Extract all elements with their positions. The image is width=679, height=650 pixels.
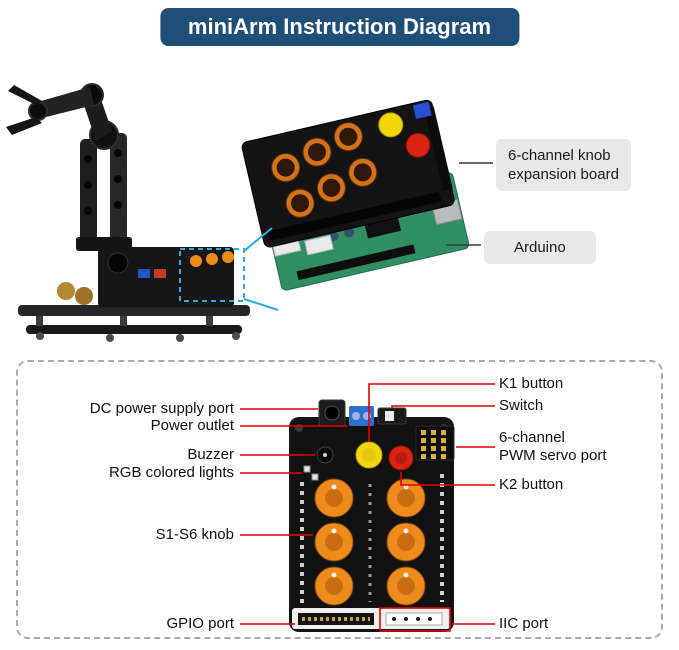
robot-arm-segments (6, 83, 119, 150)
label-gpio-port: GPIO port (166, 615, 234, 632)
label-switch: Switch (499, 397, 544, 414)
rgb-led-1 (303, 465, 311, 473)
knob-s5 (314, 566, 354, 606)
label-k2-button: K2 button (499, 476, 564, 493)
gripper-claw-lower (6, 117, 42, 135)
photo-k1-button (378, 112, 404, 138)
page-title: miniArm Instruction Diagram (187, 14, 492, 39)
callout-lines (240, 383, 495, 625)
blue-trimmer (412, 101, 432, 119)
jst-socket-2 (304, 234, 334, 256)
line-k1 (368, 383, 495, 442)
pin-header (424, 106, 453, 191)
robot-arm-tower (76, 133, 132, 251)
knob-s6 (386, 566, 426, 606)
label-k1-button: K1 button (499, 375, 564, 392)
line-k2 (400, 472, 495, 486)
photo-k2-button (405, 132, 431, 158)
label-rgb-colored-lights: RGB colored lights (108, 464, 234, 481)
photo-knobs (271, 122, 378, 218)
label-power-outlet: Power outlet (150, 417, 234, 434)
knob-s3 (314, 522, 354, 562)
knob-expansion-board (241, 99, 455, 257)
gpio-port (298, 613, 374, 625)
label-iic-port: IIC port (499, 615, 549, 632)
gripper-claw-upper (8, 85, 42, 105)
knob-s1 (314, 478, 354, 518)
knob-s4 (386, 522, 426, 562)
rgb-led-2 (311, 473, 319, 481)
expansion-board-photo (241, 99, 470, 291)
label-expansion-board: 6-channel knob expansion board (496, 139, 631, 191)
iic-highlight-box (379, 607, 451, 632)
knob-s2 (386, 478, 426, 518)
label-pwm-servo-port: 6-channel PWM servo port (499, 429, 607, 464)
label-buzzer: Buzzer (187, 446, 234, 463)
robot-base-controller (98, 247, 234, 307)
power-outlet-terminal (349, 406, 374, 426)
board-top-view (240, 383, 495, 632)
title-banner: miniArm Instruction Diagram (159, 8, 520, 46)
iic-port (385, 612, 443, 626)
line-switch (391, 405, 495, 408)
label-s1-s6-knob: S1-S6 knob (155, 526, 234, 543)
robot-base-plate (18, 305, 250, 316)
bottom-panel: DC power supply port Power outlet Buzzer… (16, 360, 663, 639)
label-arduino: Arduino (484, 231, 596, 264)
label-dc-power-supply-port: DC power supply port (89, 400, 234, 417)
pwm-servo-port (415, 425, 455, 461)
